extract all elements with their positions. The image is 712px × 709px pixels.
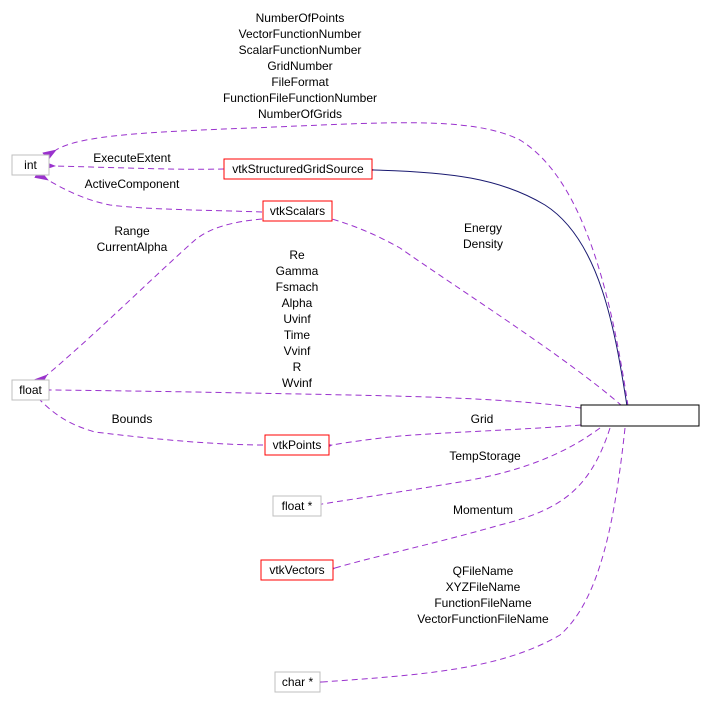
node-vtkStructuredGridSource-label: vtkStructuredGridSource [232,162,364,176]
edge-reader-inherits-source [360,164,628,407]
node-vtkStructuredGridSource[interactable]: vtkStructuredGridSource [223,158,373,180]
edge-label-reader-to-charptr: VectorFunctionFileName [417,612,549,626]
edge-label-reader-to-int: FileFormat [271,75,329,89]
edge-label-reader-to-floatptr: TempStorage [449,449,521,463]
edge-label-scalars-to-float: CurrentAlpha [97,240,168,254]
edge-reader-to-charptr [308,427,626,688]
edge-label-reader-to-float: Gamma [276,264,319,278]
edge-label-source-to-int: ExecuteExtent [93,151,171,165]
edge-label-reader-to-int: ScalarFunctionNumber [239,43,362,57]
node-vtkPLOT3DReader[interactable]: vtkPLOT3DReader [580,404,700,427]
edge-label-reader-to-scalars: Energy [464,221,502,235]
edge-label-reader-to-points: Grid [471,412,494,426]
edge-label-reader-to-float: Fsmach [276,280,319,294]
node-float-label: float [19,383,42,397]
edge-label-reader-to-charptr: XYZFileName [446,580,521,594]
edge-label-reader-to-float: Re [289,248,305,262]
edge-label-reader-to-int: FunctionFileFunctionNumber [223,91,377,105]
edge-label-reader-to-int: NumberOfGrids [258,107,342,121]
edge-label-reader-to-int: NumberOfPoints [256,11,345,25]
edge-reader-to-floatptr [308,427,601,511]
node-vtkPLOT3DReader-label: vtkPLOT3DReader [589,409,690,423]
edge-label-scalars-to-float: Range [114,224,150,238]
edge-reader-to-int [42,122,629,407]
edge-label-reader-to-float: Uvinf [283,312,311,326]
node-vtkScalars-label: vtkScalars [270,204,325,218]
edge-label-reader-to-float: R [293,360,302,374]
node-float-pointer-label: float * [282,499,313,513]
edge-label-reader-to-float: Wvinf [282,376,313,390]
edge-label-reader-to-charptr: QFileName [453,564,514,578]
edge-label-reader-to-float: Time [284,328,311,342]
edge-label-reader-to-float: Vvinf [284,344,311,358]
edge-label-scalars-to-int: ActiveComponent [85,177,180,191]
edge-label-reader-to-int: GridNumber [267,59,332,73]
node-vtkVectors[interactable]: vtkVectors [260,559,334,581]
edge-label-reader-to-float: Alpha [282,296,313,310]
edge-reader-to-scalars [318,210,623,407]
node-vtkPoints[interactable]: vtkPoints [264,434,330,456]
edge-reader-to-float [37,384,582,409]
node-int[interactable]: int [11,154,50,176]
edge-reader-to-vectors [321,427,611,577]
edge-scalars-to-float [33,218,263,388]
edge-label-reader-to-scalars: Density [463,237,503,251]
node-vtkPoints-label: vtkPoints [273,438,322,452]
edge-reader-to-points [318,424,582,453]
edge-points-to-float [27,387,264,446]
node-float[interactable]: float [11,379,50,401]
edge-label-reader-to-charptr: FunctionFileName [434,596,532,610]
node-int-label: int [24,158,37,172]
edge-scalars-to-int [34,169,263,213]
node-vtkVectors-label: vtkVectors [269,563,324,577]
node-char-pointer[interactable]: char * [274,671,321,693]
edge-label-points-to-float: Bounds [112,412,153,426]
node-vtkScalars[interactable]: vtkScalars [262,200,333,222]
node-char-pointer-label: char * [282,675,314,689]
edge-source-to-int [41,160,225,171]
edge-labels: NumberOfPointsVectorFunctionNumberScalar… [85,11,549,626]
node-float-pointer[interactable]: float * [272,495,322,517]
edge-label-reader-to-int: VectorFunctionNumber [239,27,362,41]
edge-label-reader-to-vectors: Momentum [453,503,513,517]
